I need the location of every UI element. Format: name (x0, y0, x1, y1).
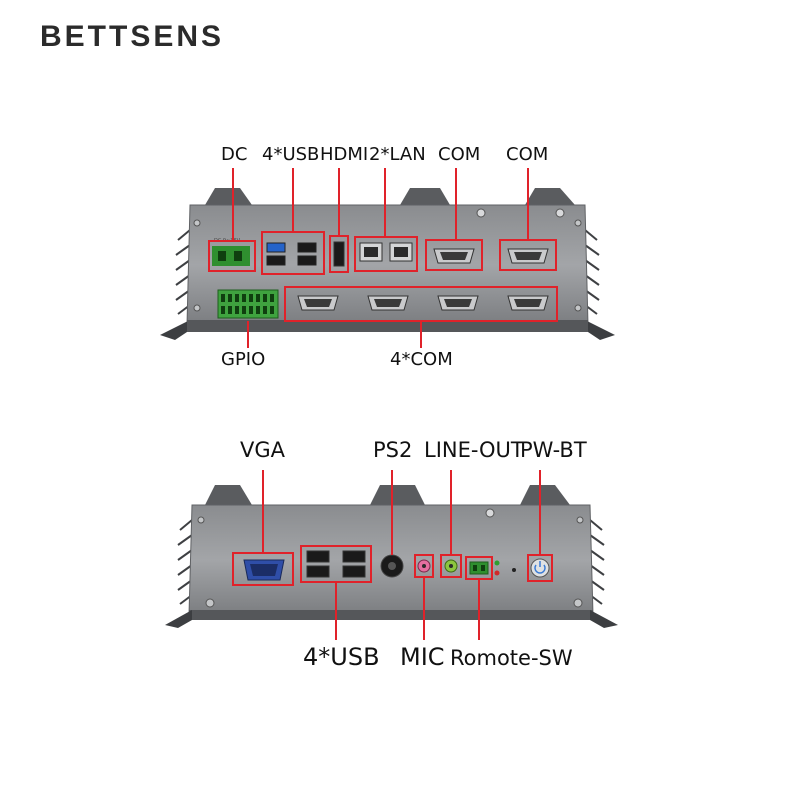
label-pwbt: PW-BT (520, 438, 587, 462)
lan-ports (359, 242, 413, 262)
label-dc: DC (221, 144, 248, 165)
bottom-device (165, 470, 618, 640)
vga-port (243, 559, 285, 581)
label-com-2: COM (506, 144, 549, 165)
label-2lan: 2*LAN (369, 144, 426, 165)
com1-highlight-box (425, 239, 483, 271)
label-4com: 4*COM (390, 349, 453, 370)
hdd-led (494, 560, 500, 566)
top-foot-right (585, 320, 615, 340)
com-port-2 (507, 248, 549, 264)
remote-switch-connector (469, 561, 489, 575)
com-ports-row (297, 295, 549, 311)
pwr-led (494, 570, 500, 576)
label-remote-sw: Romote-SW (450, 646, 573, 670)
bottom-usb-ports (306, 550, 366, 578)
top-usb-ports (266, 242, 317, 266)
top-foot-left (160, 320, 190, 340)
label-hdmi: HDMI (320, 144, 369, 165)
top-callout-lines (232, 168, 529, 348)
label-bottom-4usb: 4*USB (303, 643, 380, 671)
reset-hole (512, 568, 516, 572)
brand-logo: BETTSENS (40, 20, 225, 53)
gpio-terminal-block (217, 289, 279, 319)
com-port-1 (433, 248, 475, 264)
label-vga: VGA (240, 438, 286, 462)
power-button (530, 558, 550, 578)
hdmi-port (333, 241, 345, 267)
lineout-jack (444, 559, 458, 573)
mic-jack (417, 559, 431, 573)
label-ps2: PS2 (373, 438, 413, 462)
bottom-callout-lines (262, 470, 541, 640)
top-heatsink-fins (175, 188, 600, 315)
label-lineout: LINE-OUT (424, 438, 524, 462)
label-mic: MIC (400, 643, 445, 671)
label-com-1: COM (438, 144, 481, 165)
top-device: DC 9~36V (160, 168, 615, 348)
ps2-port (380, 554, 404, 578)
label-gpio: GPIO (221, 349, 266, 370)
label-4usb: 4*USB (262, 144, 320, 165)
